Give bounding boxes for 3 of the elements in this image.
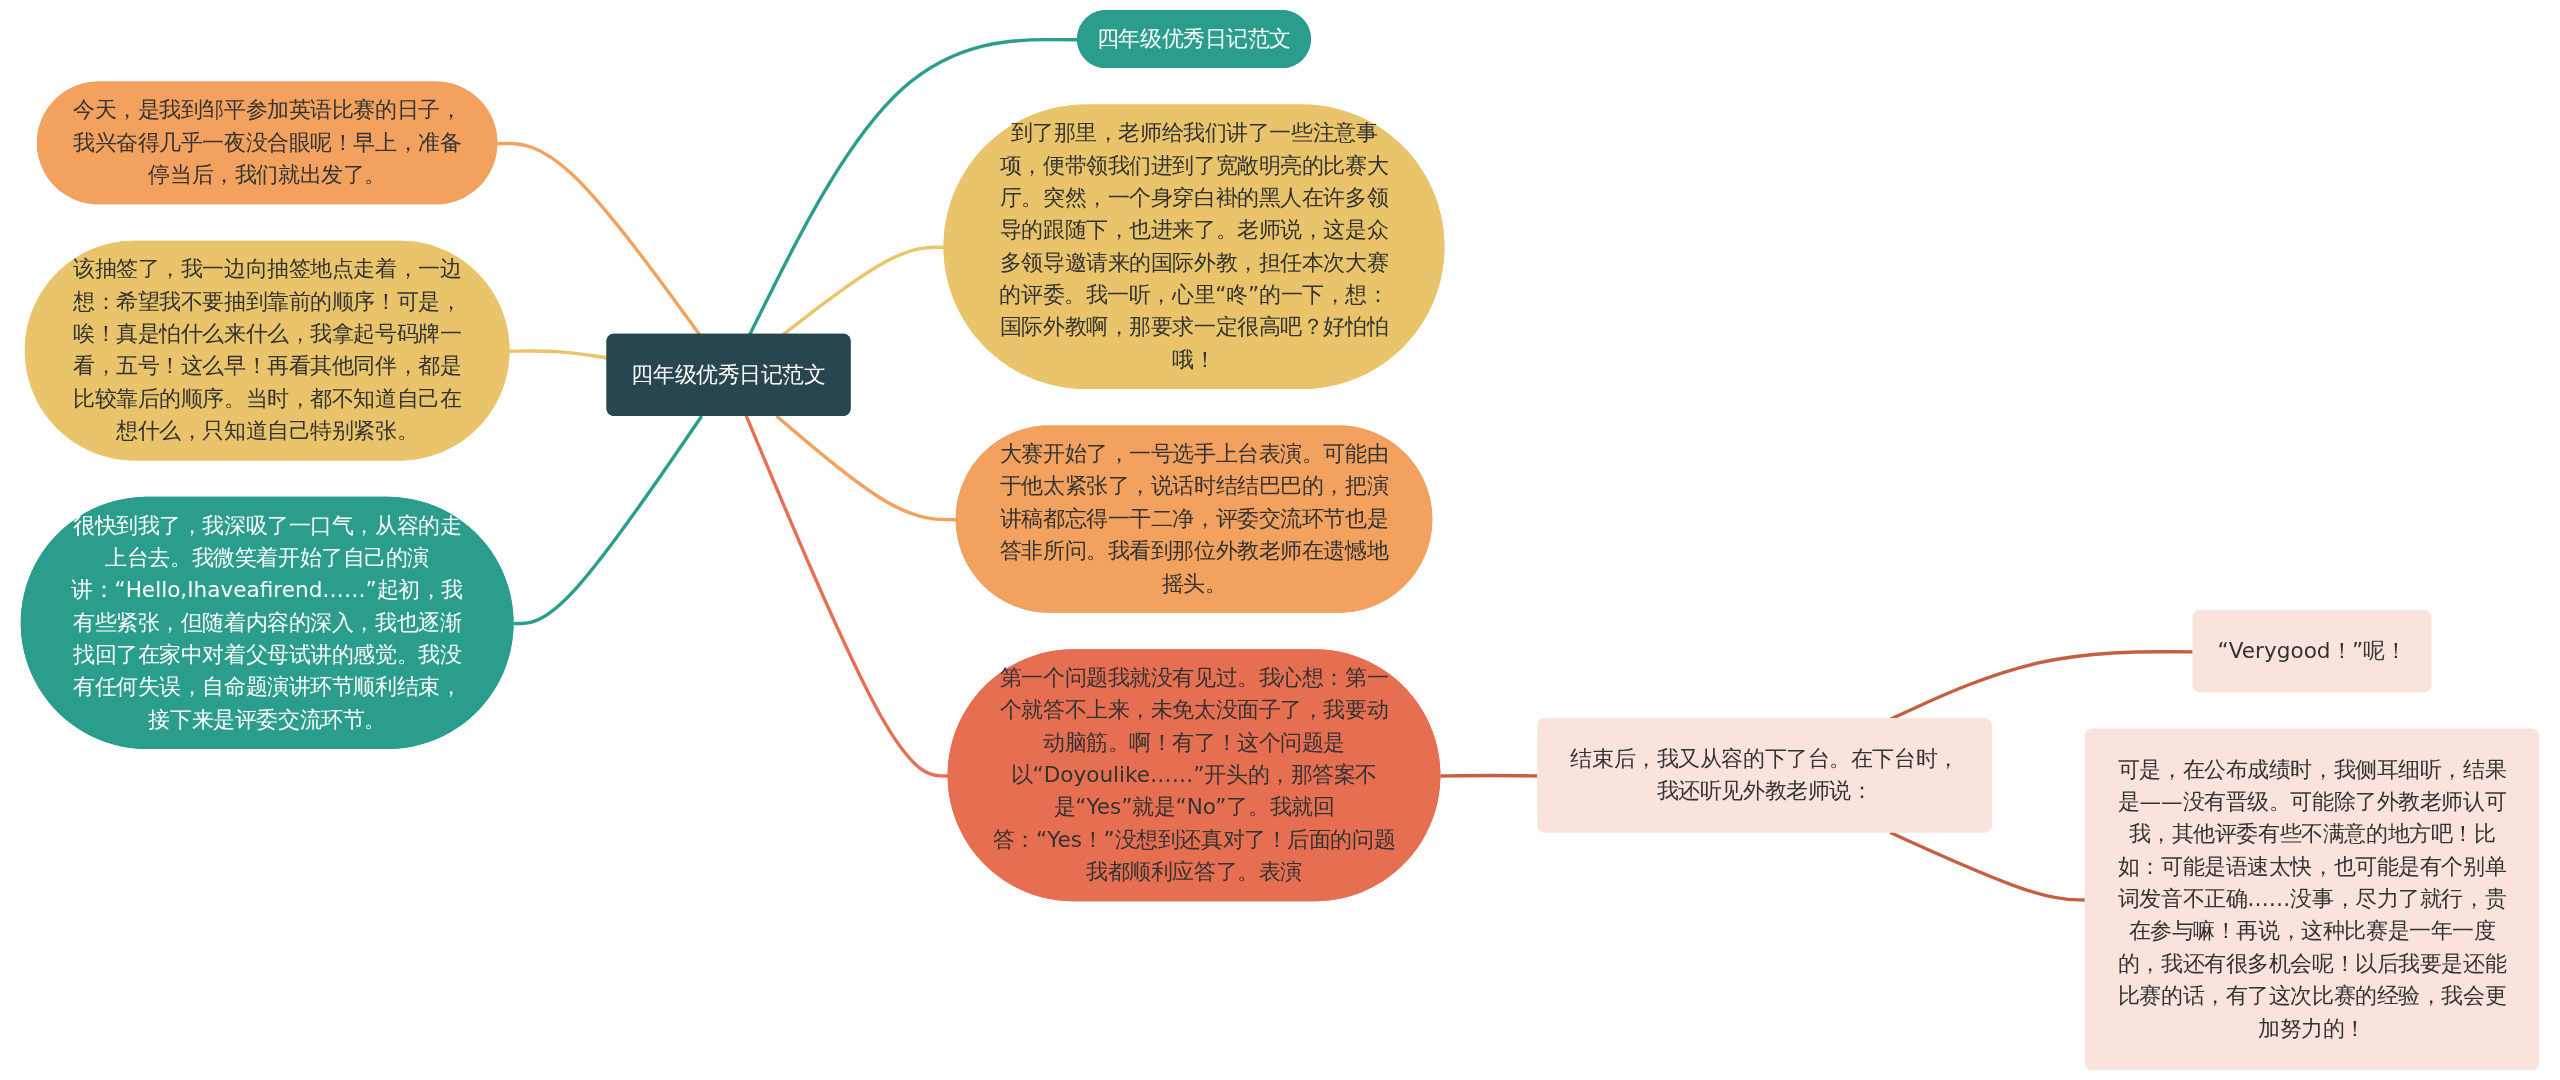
connector [744,415,949,778]
connector [513,415,704,626]
connector [1440,773,1539,778]
